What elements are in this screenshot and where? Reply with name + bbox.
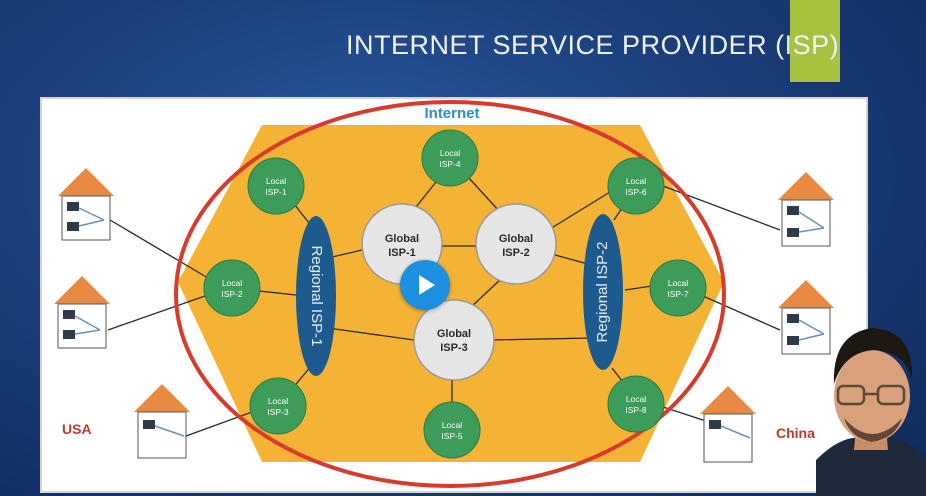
house-roof — [778, 172, 834, 200]
connection-lines — [107, 176, 781, 437]
house-roof — [700, 386, 756, 414]
local-isp-6-line2: ISP-6 — [625, 187, 647, 197]
local-isp-5-line2: ISP-5 — [441, 431, 463, 441]
link-house-usa2-isp2 — [107, 295, 206, 331]
house-china-3 — [700, 386, 756, 463]
house-usa-2 — [54, 276, 110, 349]
link-g2-isp6 — [544, 191, 611, 233]
presenter-body — [816, 437, 926, 496]
regional-isp-1: Regional ISP-1 — [296, 216, 336, 376]
local-isp-8-line2: ISP-8 — [625, 405, 647, 415]
local-isp-2: Local ISP-2 — [203, 259, 261, 317]
local-isp-1-line1: Local — [266, 176, 286, 186]
regional-isp-2: Regional ISP-2 — [583, 214, 623, 370]
link-r1-g3 — [327, 327, 415, 341]
house-roof — [134, 384, 190, 412]
local-isp-3: Local ISP-3 — [249, 377, 307, 435]
local-isp-5-line1: Local — [442, 420, 462, 430]
internet-boundary-ring — [174, 100, 726, 488]
house-china-1 — [778, 172, 834, 247]
computer-icon — [787, 336, 799, 345]
local-isp-3-line2: ISP-3 — [267, 407, 289, 417]
house-usa-3 — [134, 384, 190, 459]
link-house-china2-isp7 — [702, 295, 781, 331]
computer-icon — [67, 202, 79, 211]
computer-icon — [787, 314, 799, 323]
local-isp-7-line1: Local — [668, 278, 688, 288]
slide-title: INTERNET SERVICE PROVIDER (ISP) — [346, 30, 840, 60]
local-isp-6-line1: Local — [626, 176, 646, 186]
local-isp-3-line1: Local — [268, 396, 288, 406]
house-roof — [54, 276, 110, 304]
global-isp-3: Global ISP-3 — [413, 299, 495, 381]
global-isp-1-line2: ISP-1 — [388, 247, 416, 259]
computer-icon — [709, 420, 721, 429]
computer-icon — [63, 310, 75, 319]
title-accent-bar — [790, 0, 840, 82]
local-isp-4-line2: ISP-4 — [439, 159, 461, 169]
local-isp-7-line2: ISP-7 — [667, 289, 689, 299]
link-g3-r2 — [491, 337, 593, 341]
link-r1-g1 — [327, 249, 363, 259]
computer-icon — [63, 330, 75, 339]
computer-icon — [67, 222, 79, 231]
global-isp-1-line1: Global — [385, 233, 419, 245]
computer-icon — [143, 420, 155, 429]
house-usa-1 — [58, 168, 114, 241]
local-isp-5: Local ISP-5 — [423, 401, 481, 459]
glasses-icon — [836, 384, 906, 406]
play-button[interactable] — [400, 260, 450, 310]
local-isp-2-line2: ISP-2 — [221, 289, 243, 299]
global-isp-2-line2: ISP-2 — [502, 247, 530, 259]
link-r2-isp7 — [624, 285, 653, 291]
global-isp-2: Global ISP-2 — [475, 203, 557, 285]
local-isp-1-line2: ISP-1 — [265, 187, 287, 197]
local-isp-8: Local ISP-8 — [607, 375, 665, 433]
house-china-2 — [778, 280, 834, 355]
computer-icon — [787, 228, 799, 237]
link-house-usa3-isp3 — [185, 411, 253, 437]
presenter-webcam — [816, 328, 926, 496]
regional-isp-1-label: Regional ISP-1 — [308, 246, 325, 347]
house-roof — [58, 168, 114, 196]
internet-cloud — [178, 125, 724, 462]
internet-label: Internet — [424, 105, 479, 122]
global-isp-3-line2: ISP-3 — [440, 342, 468, 354]
region-label-china: China — [776, 425, 815, 441]
link-house-usa1-isp2 — [109, 219, 209, 279]
house-roof — [778, 280, 834, 308]
global-isp-2-line1: Global — [499, 233, 533, 245]
local-isp-8-line1: Local — [626, 394, 646, 404]
local-isp-1: Local ISP-1 — [247, 157, 305, 215]
regional-isp-2-label: Regional ISP-2 — [594, 242, 611, 343]
link-g2-isp4 — [467, 176, 501, 213]
presenter-beard — [844, 418, 902, 442]
local-isp-4-line1: Local — [440, 148, 460, 158]
local-isp-4: Local ISP-4 — [421, 129, 479, 187]
local-isp-7: Local ISP-7 — [649, 259, 707, 317]
link-g2-r2 — [554, 254, 589, 265]
computer-icon — [787, 206, 799, 215]
presenter-hair — [833, 328, 913, 384]
global-isp-3-line1: Global — [437, 328, 471, 340]
link-g2-g3 — [469, 277, 503, 309]
presenter-face — [834, 350, 910, 442]
local-isp-6: Local ISP-6 — [607, 157, 665, 215]
region-label-usa: USA — [62, 421, 92, 437]
local-isp-2-line1: Local — [222, 278, 242, 288]
